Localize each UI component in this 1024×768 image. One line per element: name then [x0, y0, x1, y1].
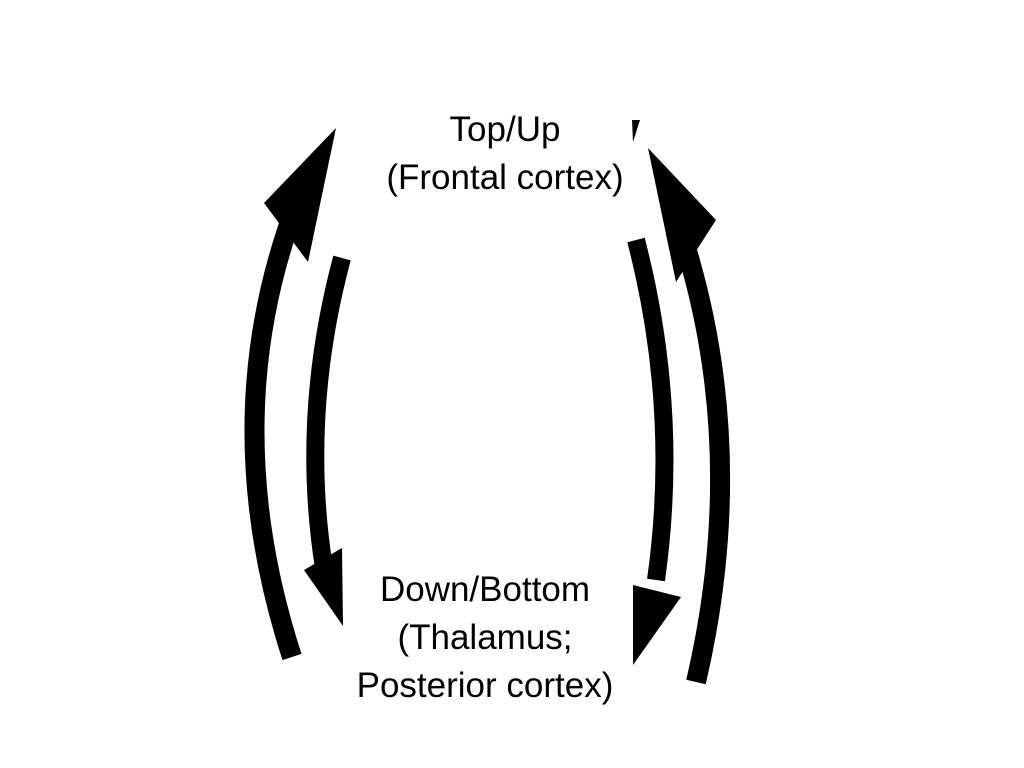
outer-right-upward-arrow-icon: [632, 120, 731, 685]
top-node-label: Top/Up (Frontal cortex): [330, 106, 680, 202]
top-node-subtitle: (Frontal cortex): [386, 158, 624, 197]
bottom-node-title: Down/Bottom: [379, 570, 591, 609]
bottom-node-label: Down/Bottom (Thalamus; Posterior cortex): [310, 566, 660, 710]
outer-left-upward-arrow-icon: [244, 128, 336, 661]
inner-right-downward-arrow-icon: [627, 237, 681, 665]
inner-left-downward-arrow-icon: [304, 255, 351, 626]
bottom-node-subtitle-line2: Posterior cortex): [356, 666, 614, 705]
bottom-node-subtitle-line1: (Thalamus;: [397, 618, 573, 657]
top-node-title: Top/Up: [449, 110, 561, 149]
